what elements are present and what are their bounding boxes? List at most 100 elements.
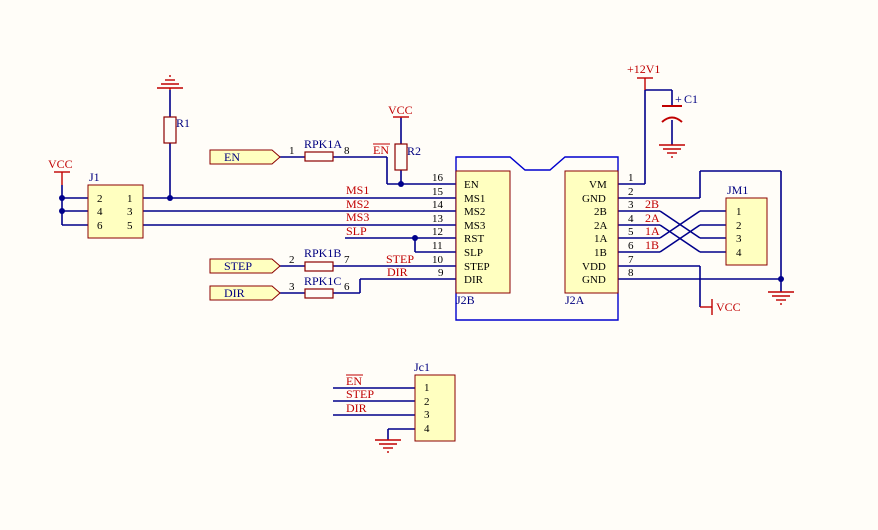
pin-name: DIR <box>464 274 484 286</box>
jc1-label: Jc1 <box>414 360 430 374</box>
j1-pin: 4 <box>97 206 103 218</box>
ground-symbol-r1 <box>157 75 183 90</box>
r2-label: R2 <box>407 144 421 158</box>
pin-number: 4 <box>628 213 634 225</box>
pin-number: 8 <box>628 267 634 279</box>
ground-symbol-c1 <box>659 144 685 158</box>
ground-symbol-right <box>768 291 794 305</box>
j1-pin: 2 <box>97 193 103 205</box>
rpk1a-label: RPK1A <box>304 137 342 151</box>
port-dir: DIR <box>209 285 281 301</box>
resistor-rpk1a: RPK1A 1 8 <box>289 137 350 162</box>
port-en: EN <box>209 149 281 165</box>
vcc-symbol-vdd: VCC <box>700 299 741 315</box>
rpk1b-label: RPK1B <box>304 246 341 260</box>
vcc-label: VCC <box>48 157 73 171</box>
j2b-pin-13: 13 MS3 <box>432 213 486 232</box>
j2b-pin-14: 14 MS2 <box>432 199 485 218</box>
c1-label: C1 <box>684 92 698 106</box>
j2a-pin-7: 7 VDD <box>582 254 634 273</box>
chip-j2a: J2A 1 VM 2 GND 3 2B 4 2A 5 1A 6 1B 7 VDD <box>564 170 634 307</box>
resistor-rpk1c: RPK1C 3 6 <box>289 274 350 299</box>
pin-number: 13 <box>432 213 444 225</box>
j1-pin: 6 <box>97 220 103 232</box>
pin-number: 1 <box>628 172 634 184</box>
j1-pin: 3 <box>127 206 133 218</box>
pin-number: 9 <box>438 267 444 279</box>
pin-number: 16 <box>432 172 444 184</box>
connector-jm1: JM1 1 2 3 4 <box>725 183 768 266</box>
pin-name: MS3 <box>464 220 486 232</box>
pin-name: MS1 <box>464 193 485 205</box>
rpk-pin: 8 <box>344 145 350 157</box>
net-en-label: EN <box>373 143 389 157</box>
rpk-pin: 2 <box>289 254 295 266</box>
pin-name: VM <box>589 179 607 191</box>
pin-number: 15 <box>432 186 444 198</box>
vcc-label: VCC <box>388 103 413 117</box>
jm1-pin: 3 <box>736 233 742 245</box>
jm1-pin: 1 <box>736 206 742 218</box>
net-slp-label: SLP <box>346 224 367 238</box>
resistor-r2: R2 <box>394 143 421 171</box>
junctions <box>59 181 784 282</box>
pin-number: 5 <box>628 226 634 238</box>
pin-name: 2B <box>594 206 607 218</box>
j2b-pin-10: 10 STEP <box>432 254 490 273</box>
j1-pin: 5 <box>127 220 133 232</box>
port-step: STEP <box>209 258 281 274</box>
pin-number: 2 <box>628 186 634 198</box>
j2b-pin-9: 9 DIR <box>438 267 484 286</box>
pin-number: 14 <box>432 199 444 211</box>
r1-label: R1 <box>176 116 190 130</box>
jm1-pin: 4 <box>736 247 742 259</box>
net-ms2-label: MS2 <box>346 197 369 211</box>
pin-name: 1B <box>594 247 607 259</box>
j2a-pin-6: 6 1B <box>594 240 634 259</box>
vcc-out-label: VCC <box>716 300 741 314</box>
net-2b-label: 2B <box>645 197 659 211</box>
rpk-pin: 7 <box>344 254 350 266</box>
chip-j2b: J2B 16 EN 15 MS1 14 MS2 13 MS3 12 RST 11… <box>432 170 511 307</box>
jc1-step-label: STEP <box>346 387 374 401</box>
rpk-pin: 6 <box>344 281 350 293</box>
j2b-label: J2B <box>456 293 475 307</box>
net-ms3-label: MS3 <box>346 210 369 224</box>
j2b-pin-11: 11 SLP <box>432 240 483 259</box>
v12-label: +12V1 <box>627 62 660 76</box>
wires <box>61 89 782 440</box>
pin-number: 3 <box>628 199 634 211</box>
net-ms1-label: MS1 <box>346 183 369 197</box>
net-1a-label: 1A <box>645 224 660 238</box>
j1-label: J1 <box>89 170 100 184</box>
j2a-pin-5: 5 1A <box>594 226 634 245</box>
driver-module-outline <box>455 156 619 321</box>
vcc-symbol-j1: VCC <box>48 157 73 185</box>
resistor-r1: R1 <box>163 116 190 144</box>
pin-name: 1A <box>594 233 608 245</box>
pin-name: GND <box>582 274 606 286</box>
j2a-label: J2A <box>565 293 585 307</box>
port-en-label: EN <box>224 150 240 164</box>
resistor-rpk1b: RPK1B 2 7 <box>289 246 350 272</box>
rpk1c-label: RPK1C <box>304 274 341 288</box>
pin-name: STEP <box>464 261 490 273</box>
pin-name: EN <box>464 179 479 191</box>
pin-name: VDD <box>582 261 606 273</box>
rpk-pin: 1 <box>289 145 295 157</box>
j2a-pin-1: 1 VM <box>589 172 634 191</box>
j1-pin: 1 <box>127 193 133 205</box>
j2b-pin-12: 12 RST <box>432 226 484 245</box>
net-step-label: STEP <box>386 252 414 266</box>
connector-jc1: Jc1 1 2 3 4 EN STEP DIR <box>346 360 456 442</box>
j2b-pin-16: 16 EN <box>432 172 479 191</box>
pin-number: 6 <box>628 240 634 252</box>
jc1-en-label: EN <box>346 374 362 388</box>
port-dir-label: DIR <box>224 286 245 300</box>
jc1-pin: 4 <box>424 423 430 435</box>
jc1-pin: 2 <box>424 396 430 408</box>
pin-number: 12 <box>432 226 443 238</box>
pin-number: 10 <box>432 254 444 266</box>
rpk-pin: 3 <box>289 281 295 293</box>
